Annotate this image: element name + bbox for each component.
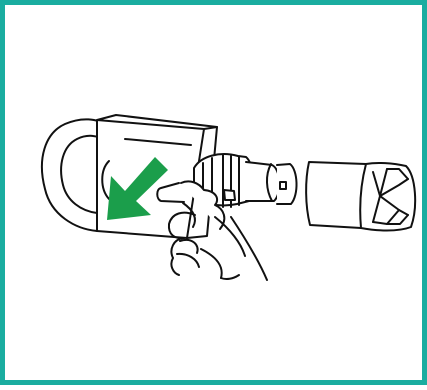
shackle: [40, 118, 107, 232]
hand: [156, 180, 268, 281]
cylinder-cover: [305, 161, 417, 232]
arrow-down-left-icon: [107, 157, 168, 220]
padlock-illustration: [40, 114, 417, 281]
